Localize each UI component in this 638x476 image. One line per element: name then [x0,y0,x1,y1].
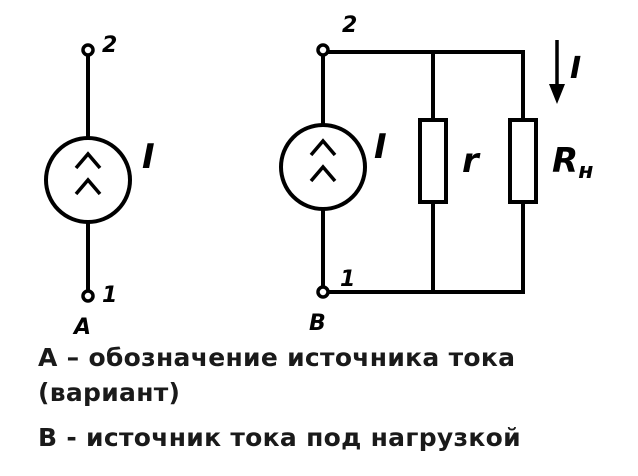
diagram-b-chevron-lower [309,164,337,183]
diagram-a-terminal-1 [81,289,95,303]
diagram-a-figure-label: A [72,315,91,340]
diagram-b-resistor-load [508,118,538,204]
diagram-b-terminal-2 [316,43,330,57]
diagram-b-current-arrow-icon [549,40,565,104]
diagram-a: 2 1 I A [44,33,155,340]
diagram-b-resistor-load-label: Rн [552,141,593,184]
diagram-a-chevron-upper [74,151,102,170]
diagram-b-terminal-1-label: 1 [340,267,355,292]
diagram-b-resistor-r-label: r [462,141,481,181]
diagram-b-source-label: I [374,127,387,167]
caption-b-line: В - источник тока под нагрузкой [38,423,521,452]
diagram-b-current-label: I [570,51,581,86]
diagram-b-resistor-load-label-sub: н [578,159,593,184]
diagram-a-terminal-1-label: 1 [102,283,117,308]
diagram-a-terminal-2-label: 2 [102,33,117,58]
diagram-b-chevron-upper [309,138,337,157]
diagram-b-figure-label: B [309,311,326,336]
caption-a-line-2: (вариант) [38,378,181,407]
diagram-a-terminal-2 [81,43,95,57]
diagram-b-terminal-1 [316,285,330,299]
caption-a-line-1: А – обозначение источника тока [38,343,516,372]
diagram-b-resistor-r [418,118,448,204]
diagram-b-resistor-load-label-main: R [552,141,578,181]
diagram-a-chevron-lower [74,177,102,196]
diagram-a-source-label: I [142,137,155,177]
diagram-b: 2 1 I r Rн I B [279,13,593,336]
diagram-b-terminal-2-label: 2 [342,13,357,38]
